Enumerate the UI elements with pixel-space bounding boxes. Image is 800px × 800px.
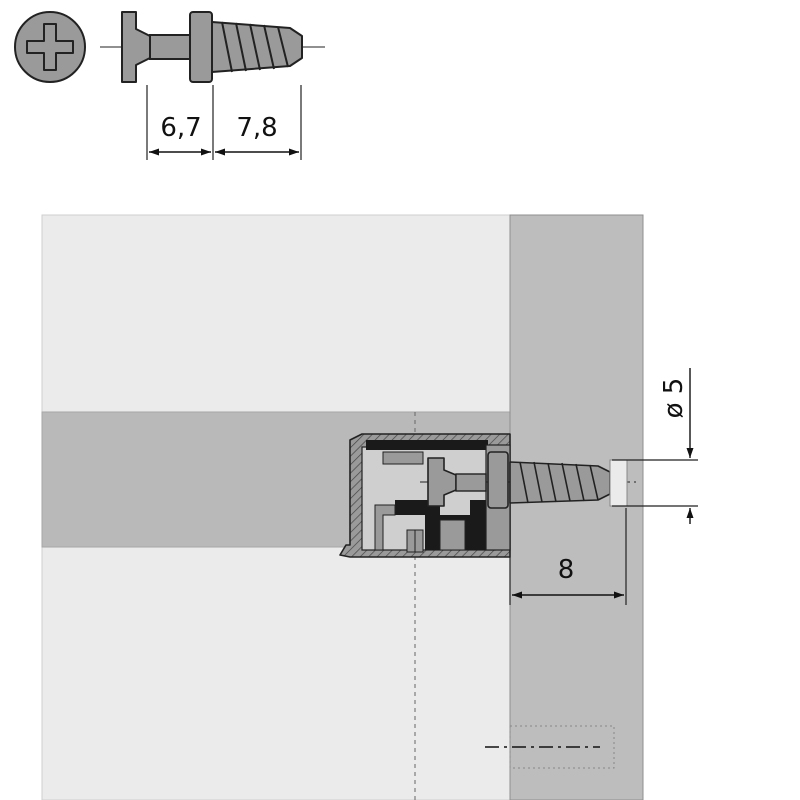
top-dimension-lines [146, 85, 302, 160]
side-panel [509, 214, 644, 800]
dimension-depth: 8 [558, 555, 575, 585]
dimension-head-length: 6,7 [160, 113, 201, 143]
hidden-hole-lower [485, 725, 615, 769]
phillips-screw-head-icon [14, 11, 86, 83]
dimension-diameter: ø 5 [659, 378, 689, 419]
depth-dimension-lines [509, 508, 627, 605]
screw-side-view-icon [100, 11, 325, 83]
connector-housing [339, 433, 511, 558]
dimension-thread-length: 7,8 [236, 113, 277, 143]
diameter-dimension-lines [612, 368, 698, 524]
drill-hole [609, 459, 628, 507]
